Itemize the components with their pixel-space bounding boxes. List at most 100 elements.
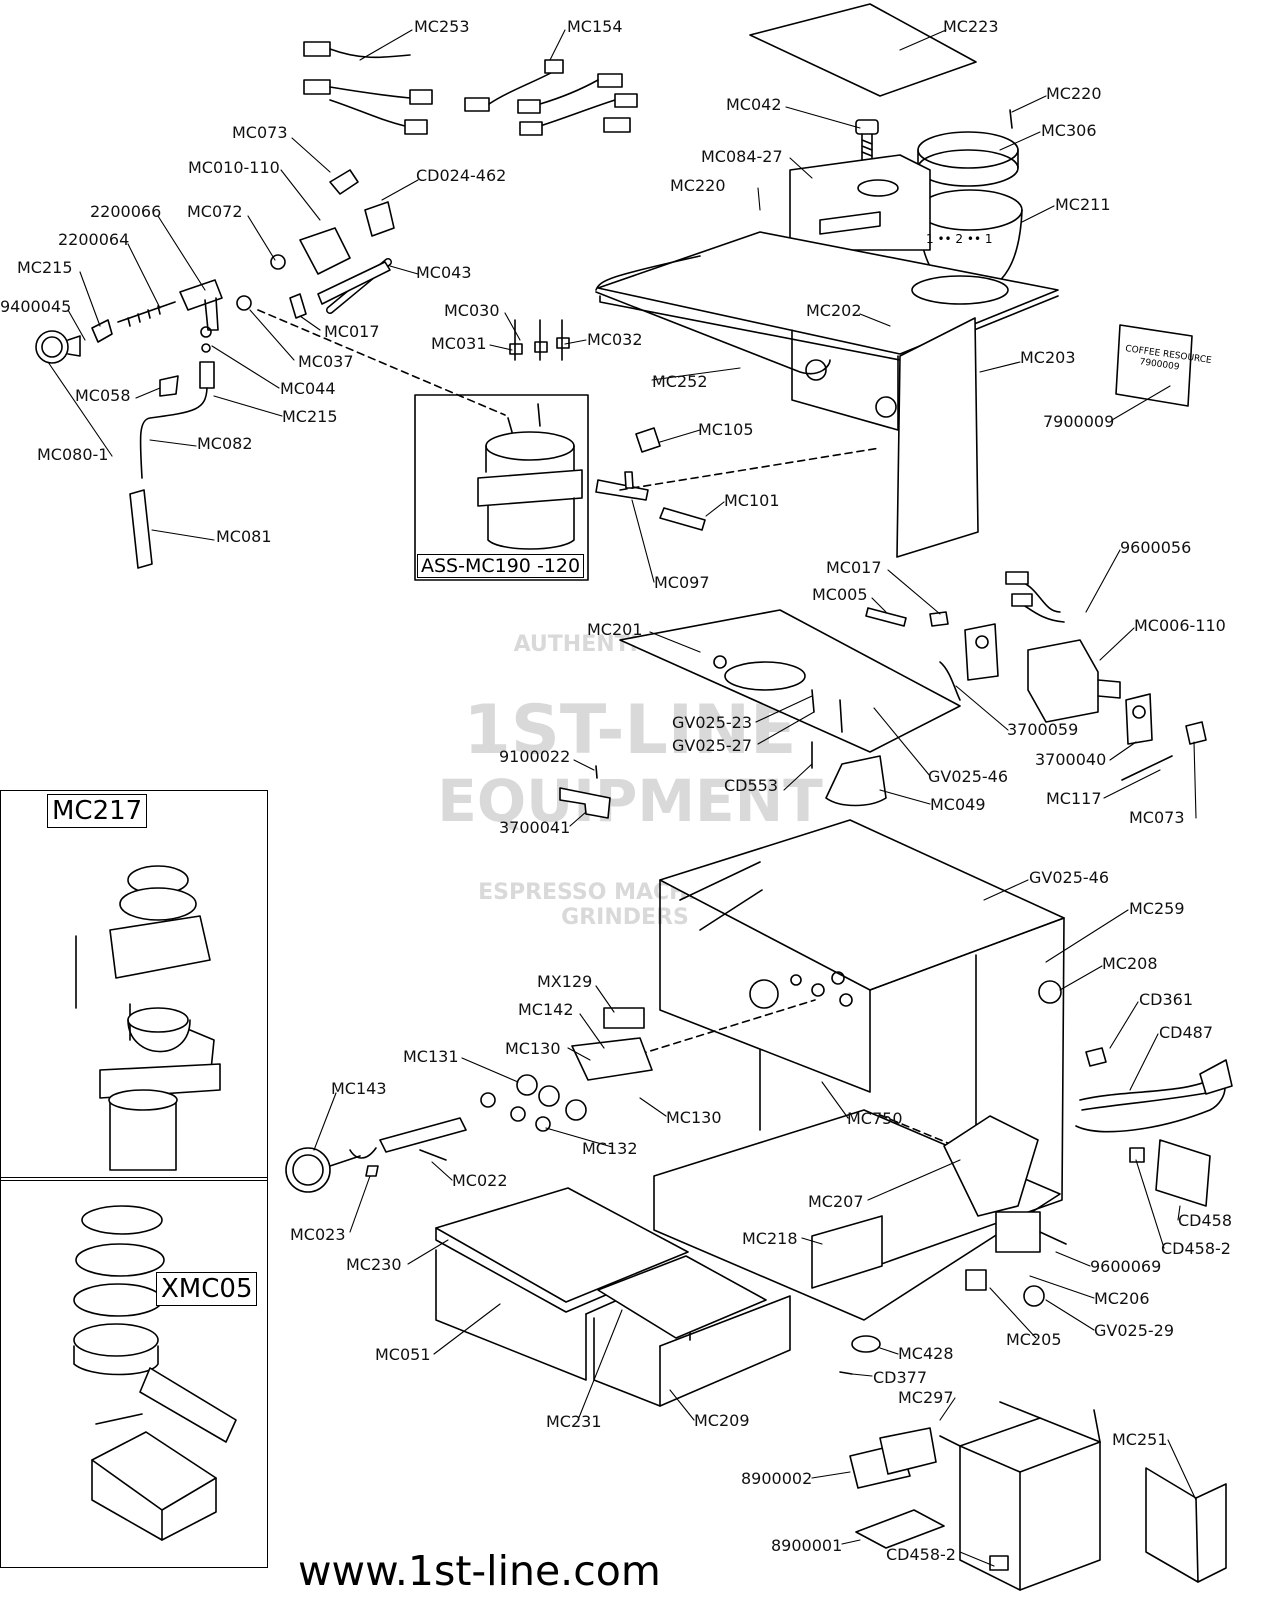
- boiler-assembly-frame: [414, 394, 589, 581]
- label-mc049: MC049: [930, 795, 986, 814]
- label-cd377: CD377: [873, 1368, 928, 1387]
- fitting-mc017: [929, 611, 949, 627]
- drip-tray-mc209: [593, 1295, 791, 1407]
- drip-tray-grate-small: [597, 1255, 767, 1339]
- label-mc231: MC231: [546, 1412, 602, 1431]
- base-tray-mc218: [653, 1109, 1061, 1321]
- pump-mc006: [1027, 639, 1121, 723]
- label-mc073-a: MC073: [232, 123, 288, 142]
- label-mc215-b: MC215: [282, 407, 338, 426]
- label-mc043: MC043: [416, 263, 472, 282]
- label-mc253: MC253: [414, 17, 470, 36]
- label-mc259: MC259: [1129, 899, 1185, 918]
- label-gv025-29: GV025-29: [1094, 1321, 1175, 1340]
- funnel-mc207: [943, 1115, 1039, 1217]
- label-mc037: MC037: [298, 352, 354, 371]
- screw-mc220-a: [1009, 109, 1013, 129]
- label-cd458: CD458: [1178, 1211, 1233, 1230]
- label-mc211: MC211: [1055, 195, 1111, 214]
- wiring-harness-mc253: [303, 41, 433, 135]
- label-3700040: 3700040: [1035, 750, 1107, 769]
- watermark-line1: 1ST-LINE: [463, 691, 797, 770]
- label-mc215-a: MC215: [17, 258, 73, 277]
- front-controls: [285, 1007, 653, 1193]
- tee-fitting-mc097: [595, 471, 649, 501]
- label-3700059: 3700059: [1007, 720, 1079, 739]
- label-mc044: MC044: [280, 379, 336, 398]
- foam-inserts-8900002: [849, 1427, 937, 1489]
- rear-panel: [896, 317, 979, 558]
- label-mc203: MC203: [1020, 348, 1076, 367]
- label-mc081: MC081: [216, 527, 272, 546]
- label-mc023: MC023: [290, 1225, 346, 1244]
- hopper-dial-marks: 1 •• 2 •• 1: [926, 232, 993, 246]
- power-cord: [1075, 1047, 1233, 1133]
- label-mc218: MC218: [742, 1229, 798, 1248]
- bracket-3700059: [964, 623, 999, 681]
- label-mc143: MC143: [331, 1079, 387, 1098]
- bean-hopper-lid: [917, 131, 1019, 187]
- valve-mc105: [635, 427, 661, 453]
- wire-rail: [595, 255, 831, 375]
- label-8900001: 8900001: [771, 1536, 843, 1555]
- sign-card: [1115, 324, 1193, 407]
- label-mc072: MC072: [187, 202, 243, 221]
- cup-tray-plate: [597, 231, 1059, 361]
- label-mc251: MC251: [1112, 1430, 1168, 1449]
- label-cd458-2-b: CD458-2: [886, 1545, 956, 1564]
- grinder-assembly-label: MC217: [47, 794, 148, 828]
- label-mc031: MC031: [431, 334, 487, 353]
- wiring-harness-mc154: [464, 59, 638, 136]
- label-gv025-27: GV025-27: [672, 736, 753, 755]
- knob-mc208: [1038, 980, 1062, 1004]
- upper-housing: [789, 154, 931, 251]
- shipping-box-mc297: [939, 1401, 1101, 1591]
- hose-mc101: [659, 507, 706, 531]
- burr-collar-mc049: [825, 755, 887, 807]
- label-mc297: MC297: [898, 1388, 954, 1407]
- label-mx129: MX129: [537, 972, 593, 991]
- label-card-cd458: [1155, 1139, 1211, 1207]
- label-9100022: 9100022: [499, 747, 571, 766]
- label-gv025-46-a: GV025-46: [928, 767, 1009, 786]
- label-mc220-a: MC220: [1046, 84, 1102, 103]
- label-mc082: MC082: [197, 434, 253, 453]
- dashed-leader: [257, 309, 961, 1149]
- label-cd361: CD361: [1139, 990, 1194, 1009]
- label-mc220-b: MC220: [670, 176, 726, 195]
- label-mc030: MC030: [444, 301, 500, 320]
- label-mc207: MC207: [808, 1192, 864, 1211]
- base-plate: [619, 609, 961, 753]
- label-mc097: MC097: [654, 573, 710, 592]
- label-mc101: MC101: [724, 491, 780, 510]
- watermark-line2: EQUIPMENT: [437, 767, 823, 835]
- label-mc051: MC051: [375, 1345, 431, 1364]
- label-7900009: 7900009: [1043, 412, 1115, 431]
- label-mc130-b: MC130: [666, 1108, 722, 1127]
- portafilter-kit-label: XMC05: [156, 1272, 258, 1306]
- label-gv025-23: GV025-23: [672, 713, 753, 732]
- grinder-assembly-panel: [0, 790, 268, 1181]
- label-cd553: CD553: [724, 776, 779, 795]
- label-mc208: MC208: [1102, 954, 1158, 973]
- bracket-3700041: [559, 787, 611, 819]
- label-leaders: [47, 29, 1197, 1567]
- fitting-mc073-b: [1185, 721, 1207, 745]
- label-3700041: 3700041: [499, 818, 571, 837]
- housing-lower: [791, 329, 899, 431]
- label-mc131: MC131: [403, 1047, 459, 1066]
- label-mc201: MC201: [587, 620, 643, 639]
- label-mc130-a: MC130: [505, 1039, 561, 1058]
- boiler-assembly-label: ASS-MC190 -120: [417, 554, 585, 578]
- switch-assembly-mc206: [965, 1211, 1067, 1307]
- label-9400045: 9400045: [0, 297, 72, 316]
- label-mc042: MC042: [726, 95, 782, 114]
- label-mc223: MC223: [943, 17, 999, 36]
- website-url: www.1st-line.com: [298, 1547, 661, 1595]
- bracket-3700040: [1125, 693, 1153, 745]
- label-mc117: MC117: [1046, 789, 1102, 808]
- portafilter-kit-panel: [0, 1177, 268, 1568]
- top-cover-plate: [749, 3, 977, 97]
- label-9600069: 9600069: [1090, 1257, 1162, 1276]
